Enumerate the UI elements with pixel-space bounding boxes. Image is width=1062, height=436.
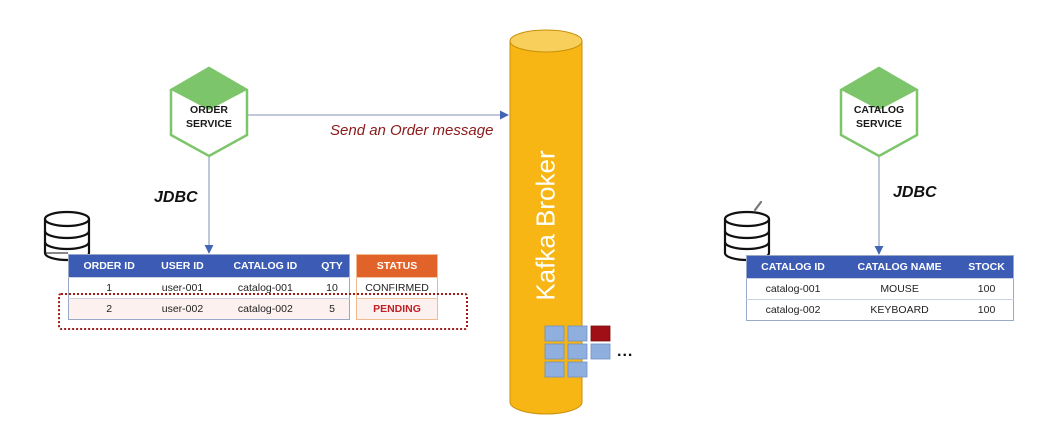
queue-block [590, 343, 611, 360]
catalog-id-cell: catalog-002 [746, 299, 839, 321]
order-database-icon [43, 210, 91, 262]
user-id-cell: user-002 [149, 298, 216, 320]
catalog-database-icon [723, 210, 771, 262]
more-messages-ellipsis: ... [617, 343, 634, 360]
order-table-header: USER ID [149, 254, 216, 278]
queue-block-new [590, 325, 611, 342]
catalog-name-cell: MOUSE [839, 278, 961, 300]
order-service-label-line2: SERVICE [186, 118, 232, 130]
kafka-broker-cylinder-icon [509, 29, 583, 415]
catalog-id-cell: catalog-002 [215, 298, 316, 320]
queue-block [567, 343, 588, 360]
stock-cell: 100 [960, 278, 1014, 300]
queue-block [567, 361, 588, 378]
catalog-table-header: CATALOG NAME [839, 255, 961, 279]
order-table-header: CATALOG ID [215, 254, 316, 278]
queue-block [544, 325, 565, 342]
send-order-message-label: Send an Order message [330, 122, 494, 139]
pencil-icon [753, 200, 763, 212]
stock-cell: 100 [960, 299, 1014, 321]
kafka-broker-label: Kafka Broker [530, 150, 561, 301]
order-service-hexagon-icon [169, 66, 249, 158]
catalog-name-cell: KEYBOARD [839, 299, 961, 321]
status-table-header: STATUS [356, 254, 438, 278]
catalog-id-cell: catalog-001 [746, 278, 839, 300]
catalog-table-header: CATALOG ID [746, 255, 839, 279]
catalog-service-label-line2: SERVICE [856, 118, 902, 130]
order-table-header: QTY [315, 254, 350, 278]
order-service-label-line1: ORDER [190, 104, 228, 116]
order-jdbc-label: JDBC [154, 189, 198, 206]
order-service-label: ORDER SERVICE [179, 103, 239, 131]
status-table-header-row: STATUS [356, 254, 438, 278]
qty-cell: 5 [315, 298, 350, 320]
catalog-service-label: CATALOG SERVICE [844, 103, 914, 131]
table-row: PENDING [356, 298, 438, 320]
status-cell-pending: PENDING [356, 298, 438, 320]
catalog-jdbc-label: JDBC [893, 184, 937, 201]
table-row: catalog-001 MOUSE 100 [746, 278, 1014, 300]
table-row: catalog-002 KEYBOARD 100 [746, 299, 1014, 321]
pending-row-highlight [58, 293, 468, 330]
catalog-service-label-line1: CATALOG [853, 104, 905, 116]
catalog-table: CATALOG ID CATALOG NAME STOCK catalog-00… [746, 255, 1014, 321]
table-row: 2 user-002 catalog-002 5 [68, 298, 350, 320]
message-queue-grid-icon [544, 325, 611, 378]
catalog-service-hexagon-icon [839, 66, 919, 158]
order-table-header-row: ORDER ID USER ID CATALOG ID QTY [68, 254, 350, 278]
order-table-header: ORDER ID [68, 254, 150, 278]
catalog-table-header: STOCK [960, 255, 1014, 279]
order-id-cell: 2 [68, 298, 150, 320]
queue-block [567, 325, 588, 342]
queue-block [544, 343, 565, 360]
catalog-table-header-row: CATALOG ID CATALOG NAME STOCK [746, 255, 1014, 279]
queue-block [544, 361, 565, 378]
